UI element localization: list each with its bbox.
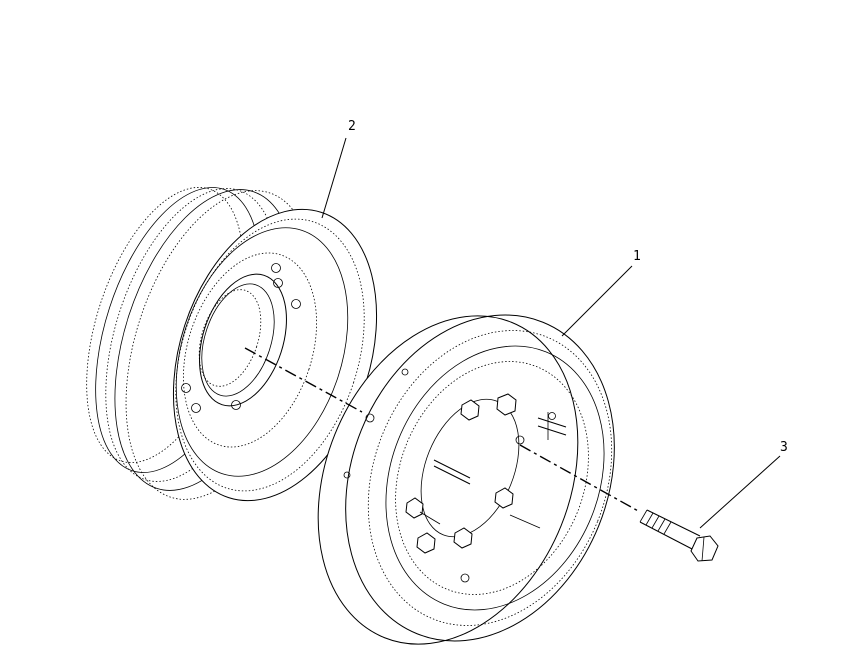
leader-lines bbox=[321, 137, 781, 529]
callout-label-part-1: 1 bbox=[633, 249, 641, 264]
damper-part-1 bbox=[317, 314, 615, 645]
callout-label-part-2: 2 bbox=[348, 119, 356, 134]
leader-line-3 bbox=[699, 455, 781, 529]
pulley-part-2 bbox=[86, 186, 378, 502]
damper-bolt-heads bbox=[405, 393, 517, 554]
callout-label-part-3: 3 bbox=[780, 440, 788, 455]
bolt-part-3 bbox=[639, 509, 719, 562]
leader-line-1 bbox=[561, 265, 633, 337]
leader-line-2 bbox=[321, 137, 347, 219]
